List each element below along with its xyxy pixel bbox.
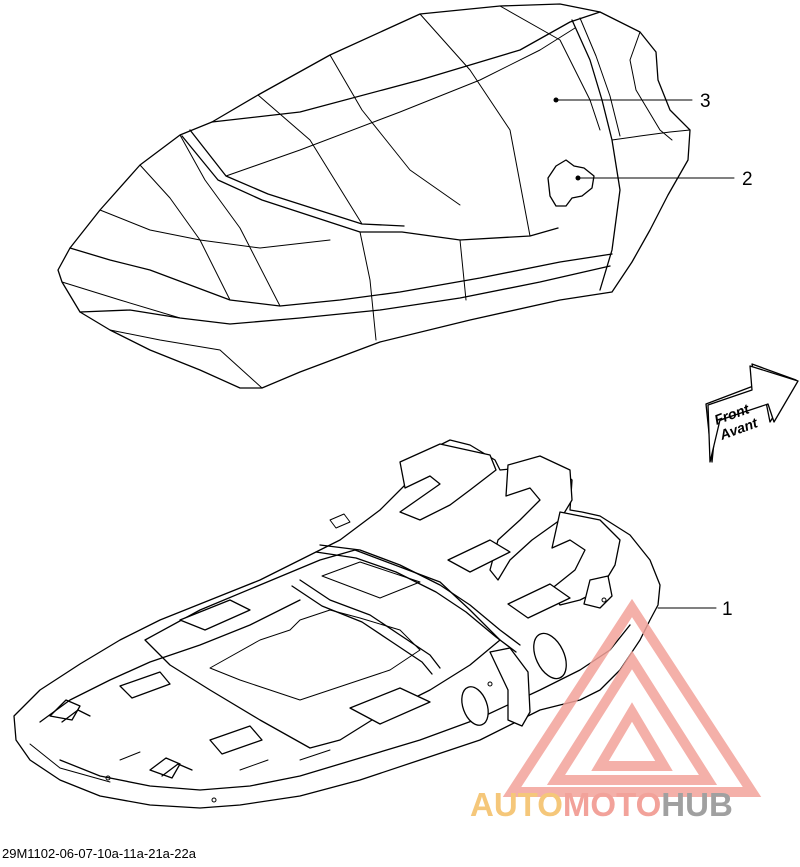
watermark-auto: AUTO [470, 786, 563, 823]
watermark [502, 598, 762, 797]
watermark-hub: HUB [661, 786, 733, 823]
seat-emblem [547, 159, 595, 207]
seat-cover [57, 3, 691, 389]
callout-2: 2 [742, 169, 753, 190]
watermark-text: AUTOMOTOHUB [470, 786, 733, 823]
callout-3: 3 [700, 91, 711, 112]
callout-leaders [553, 97, 735, 609]
front-direction-arrow-icon: Front Avant [705, 363, 799, 463]
callout-1: 1 [722, 599, 733, 620]
reference-code: 29M1102-06-07-10a-11a-21a-22a [2, 846, 196, 861]
watermark-moto: MOTO [563, 786, 661, 823]
seat-base [13, 439, 661, 809]
